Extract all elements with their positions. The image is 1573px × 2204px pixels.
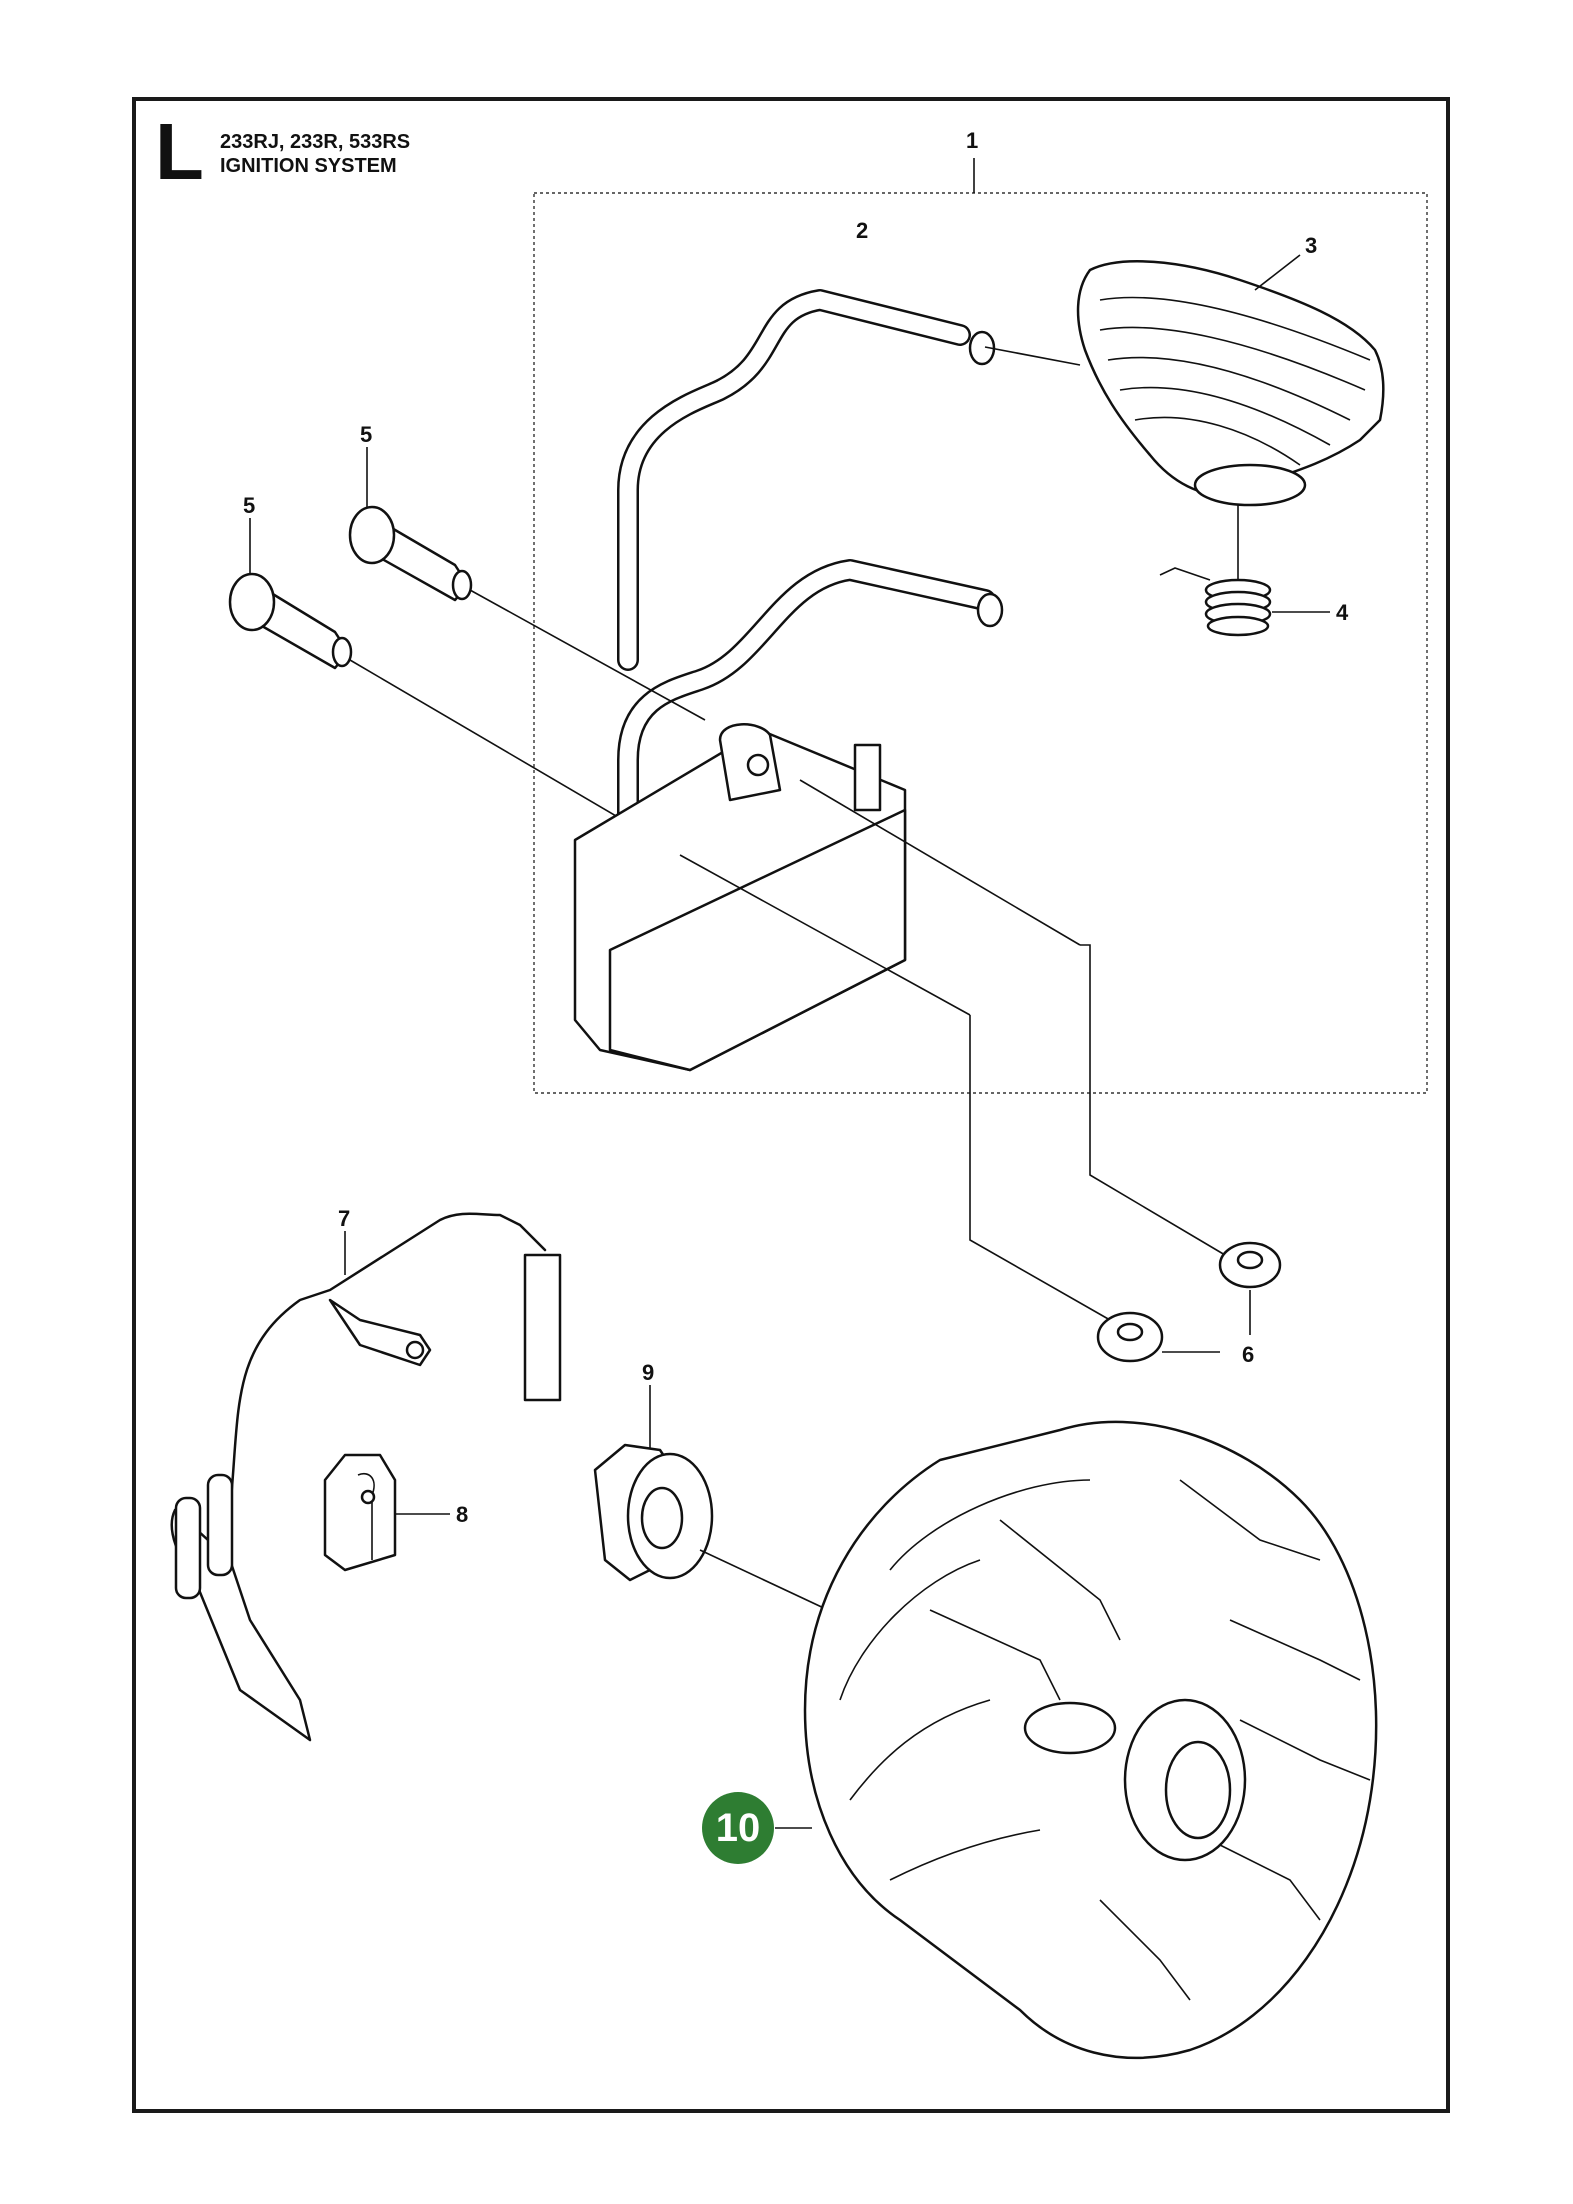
- spark-plug-cap: [984, 260, 1385, 507]
- callout-4: 4: [1336, 600, 1349, 625]
- short-circuit-cable: [170, 1212, 562, 1742]
- cable-clip: [323, 1453, 450, 1572]
- callout-10-badge: 10: [702, 1792, 774, 1864]
- callout-6: 6: [1242, 1342, 1254, 1367]
- diagram-title: IGNITION SYSTEM: [220, 155, 397, 177]
- model-list: 233RJ, 233R, 533RS: [220, 131, 411, 153]
- callout-3: 3: [1305, 233, 1317, 258]
- flywheel: [775, 1420, 1378, 2060]
- callout-1: 1: [966, 128, 978, 153]
- header: 233RJ, 233R, 533RS IGNITION SYSTEM: [220, 130, 410, 178]
- callout-2: 2: [856, 218, 868, 243]
- callout-8: 8: [456, 1502, 468, 1527]
- ignition-cable: [617, 289, 1004, 946]
- flywheel-nut: [593, 1385, 861, 1626]
- callout-7: 7: [338, 1206, 350, 1231]
- ignition-module: [573, 723, 1226, 1321]
- washer-lower: [1096, 1311, 1164, 1363]
- washer-upper: [1218, 1241, 1282, 1289]
- section-letter: L: [155, 107, 204, 196]
- callout-5-lower: 5: [243, 493, 255, 518]
- callout-9: 9: [642, 1360, 654, 1385]
- callout-5-upper: 5: [360, 422, 372, 447]
- assembly-box: [533, 192, 1428, 1094]
- spring: [1159, 505, 1330, 637]
- diagram-frame: [132, 97, 1450, 2113]
- screw-lower: [228, 518, 641, 831]
- screw-upper: [348, 447, 706, 721]
